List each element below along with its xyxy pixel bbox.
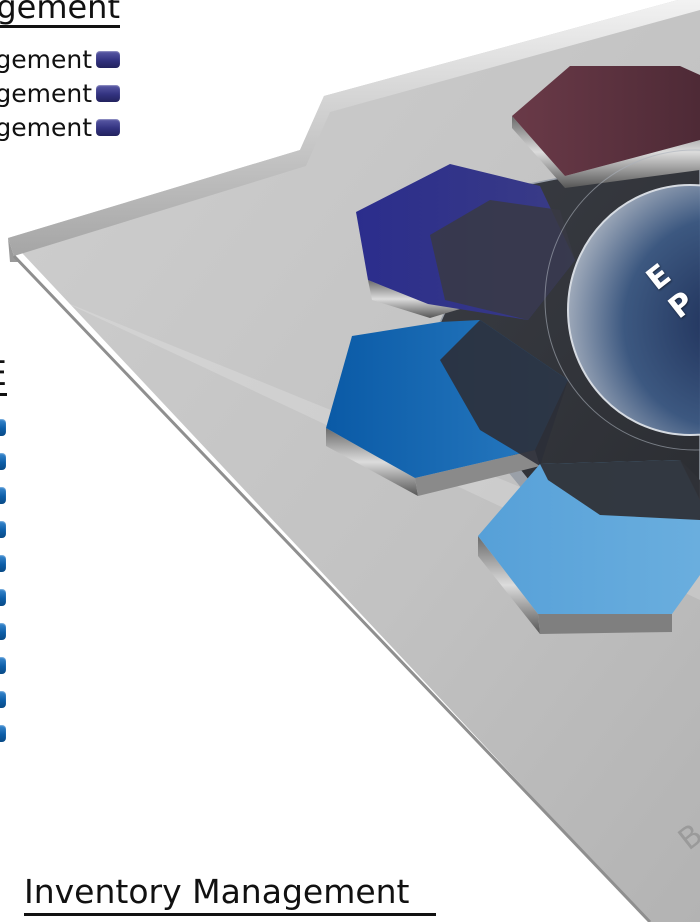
list-item: gement (0, 110, 120, 144)
list-middle (0, 410, 6, 750)
list-item (0, 444, 6, 478)
bullet-blue (0, 690, 6, 708)
center-disc (544, 149, 700, 451)
list-item (0, 614, 6, 648)
bullet-blue (0, 656, 6, 674)
list-item (0, 512, 6, 546)
bullet-blue (0, 724, 6, 742)
heading-bottom: Inventory Management (24, 870, 436, 916)
bullet-indigo (96, 118, 120, 136)
bullet-blue (0, 520, 6, 538)
bullet-indigo (96, 50, 120, 68)
heading-top: gement (0, 0, 120, 28)
heading-middle: E (0, 352, 7, 396)
bullet-indigo (96, 84, 120, 102)
list-item: gement (0, 42, 120, 76)
bullet-blue (0, 418, 6, 436)
list-item (0, 546, 6, 580)
bullet-blue (0, 486, 6, 504)
list-item (0, 682, 6, 716)
list-item (0, 716, 6, 750)
list-top: gement gement gement (0, 42, 120, 144)
hexagon-maroon (512, 66, 700, 188)
bullet-blue (0, 588, 6, 606)
list-item: gement (0, 76, 120, 110)
bullet-blue (0, 622, 6, 640)
list-item (0, 580, 6, 614)
hexagon-indigo (356, 164, 575, 320)
bullet-blue (0, 452, 6, 470)
list-item (0, 410, 6, 444)
list-item (0, 478, 6, 512)
bullet-blue (0, 554, 6, 572)
hexagon-blue (326, 320, 568, 496)
hexagon-light-blue (478, 460, 700, 634)
list-item (0, 648, 6, 682)
